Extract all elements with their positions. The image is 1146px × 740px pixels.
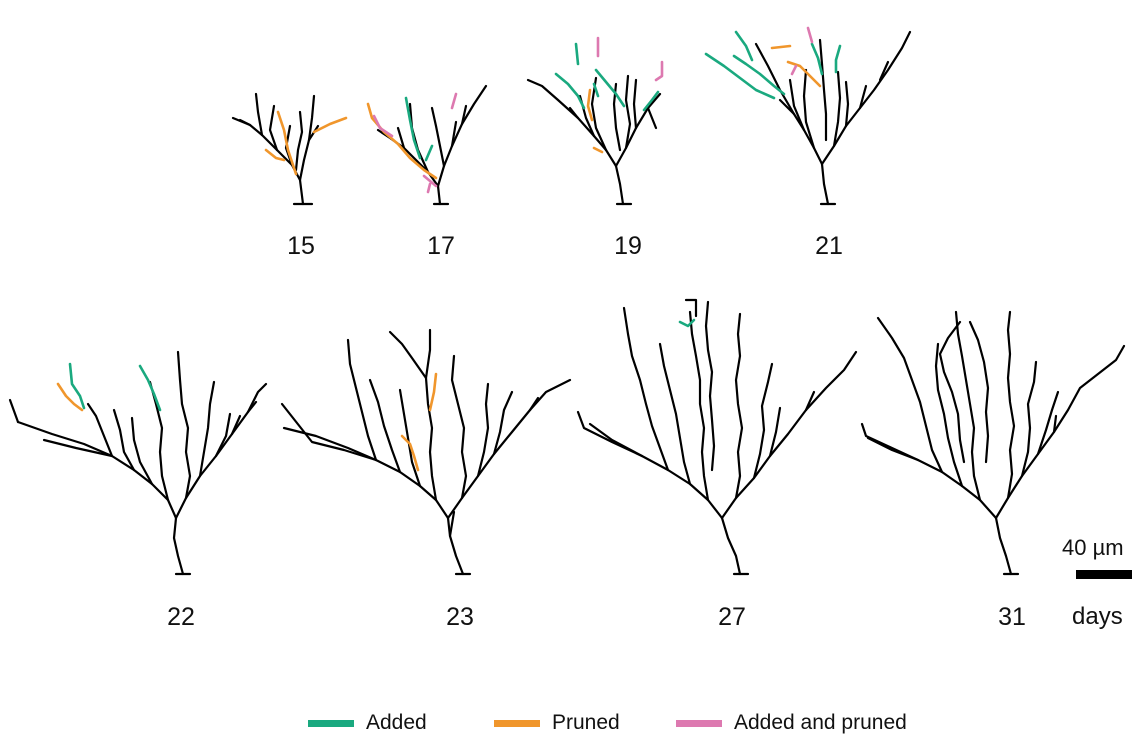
day-label-23: 23 bbox=[446, 603, 474, 631]
dendrite-tree-day-22 bbox=[8, 350, 268, 576]
days-unit-label: days bbox=[1072, 603, 1123, 630]
scale-bar-label: 40 µm bbox=[1062, 535, 1124, 560]
added-branches-day-21 bbox=[704, 30, 842, 100]
added-pruned-branches-day-17 bbox=[372, 92, 458, 194]
day-label-31: 31 bbox=[998, 603, 1026, 631]
day-label-21: 21 bbox=[815, 232, 843, 260]
dendrite-tree-day-19 bbox=[526, 74, 662, 206]
scale-bar bbox=[1076, 570, 1132, 579]
legend-swatch-added-and-pruned bbox=[676, 719, 722, 727]
pruned-branches-day-15 bbox=[264, 110, 348, 176]
legend-item-added: Added bbox=[308, 711, 427, 735]
added-pruned-branches-day-19 bbox=[596, 36, 664, 82]
dendrite-tree-day-21 bbox=[754, 30, 912, 206]
day-label-27: 27 bbox=[718, 603, 746, 631]
dendrite-tree-day-23 bbox=[280, 328, 572, 576]
legend-item-pruned: Pruned bbox=[494, 711, 620, 735]
dendrite-tree-day-31 bbox=[860, 310, 1126, 576]
legend-item-added-and-pruned: Added and pruned bbox=[676, 711, 907, 735]
dendrite-tree-day-15 bbox=[231, 92, 320, 206]
pruned-branches-day-17 bbox=[366, 102, 438, 180]
day-label-17: 17 bbox=[427, 232, 455, 260]
dendrite-tree-day-27 bbox=[576, 298, 858, 576]
added-branches-day-17 bbox=[404, 96, 434, 162]
legend-label-pruned: Pruned bbox=[552, 711, 620, 734]
pruned-branches-day-22 bbox=[56, 382, 84, 412]
legend-label-added-and-pruned: Added and pruned bbox=[734, 711, 907, 734]
added-branches-day-19 bbox=[554, 42, 660, 112]
pruned-branches-day-19 bbox=[586, 88, 604, 154]
pruned-branches-day-21 bbox=[770, 44, 822, 88]
legend-label-added: Added bbox=[366, 711, 427, 734]
day-label-19: 19 bbox=[614, 232, 642, 260]
day-label-22: 22 bbox=[167, 603, 195, 631]
legend-swatch-added bbox=[308, 719, 354, 727]
pruned-branches-day-23 bbox=[400, 372, 438, 472]
added-branches-day-27 bbox=[678, 318, 696, 328]
legend-swatch-pruned bbox=[494, 719, 540, 727]
added-pruned-branches-day-21 bbox=[790, 26, 814, 76]
day-label-15: 15 bbox=[287, 232, 315, 260]
added-branches-day-22 bbox=[68, 362, 162, 412]
